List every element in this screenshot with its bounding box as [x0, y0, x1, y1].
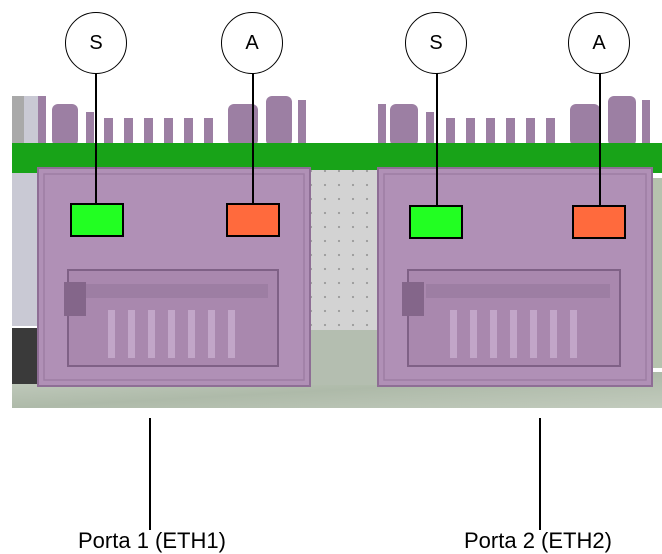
side-component-dark — [12, 328, 40, 384]
callout-activity-port1: A — [221, 12, 283, 74]
leader-line-port2 — [539, 418, 541, 530]
leader-line-s1 — [95, 73, 97, 205]
leader-line-a1 — [252, 73, 254, 205]
callout-label: S — [429, 31, 443, 54]
rj45-connector-icon-1 — [37, 167, 311, 387]
callout-label: A — [592, 31, 606, 54]
green-led-icon — [70, 203, 124, 237]
orange-led-icon — [226, 203, 280, 237]
callout-label: S — [89, 31, 103, 54]
side-component-right — [652, 178, 662, 368]
callout-speed-port1: S — [65, 12, 127, 74]
leader-line-port1 — [149, 418, 151, 530]
orange-led-icon — [572, 205, 626, 239]
leader-line-a2 — [599, 73, 601, 207]
base-surface-middle — [305, 325, 385, 385]
port2-label: Porta 2 (ETH2) — [464, 528, 612, 553]
rj45-connector-icon-2 — [377, 167, 653, 387]
top-pins — [38, 96, 650, 146]
callout-speed-port2: S — [405, 12, 467, 74]
callout-label: A — [245, 31, 259, 54]
leader-line-s2 — [436, 73, 438, 207]
port1-label: Porta 1 (ETH1) — [78, 528, 226, 553]
green-led-icon — [409, 205, 463, 239]
callout-activity-port2: A — [568, 12, 630, 74]
